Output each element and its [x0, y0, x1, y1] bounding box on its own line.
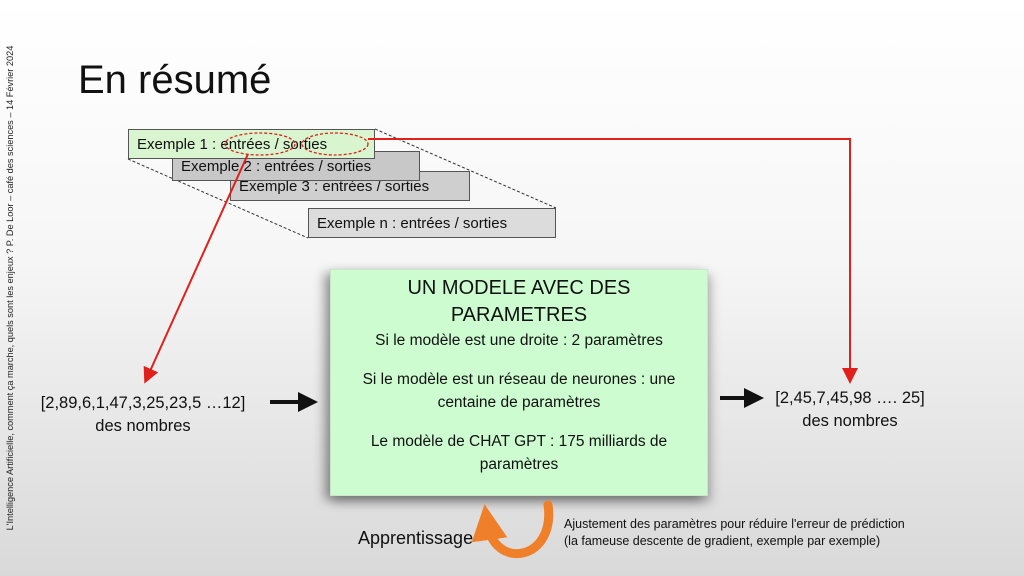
model-title: UN MODELE AVEC DES PARAMETRES — [407, 277, 631, 326]
model-line-chatgpt: Le modèle de CHAT GPT : 175 milliards de… — [370, 433, 668, 473]
model-line-droite: Si le modèle est une droite : 2 paramètr… — [375, 332, 663, 349]
example-1-box: Exemple 1 : entrées / sorties — [128, 129, 375, 159]
input-block: [2,89,6,1,47,3,25,23,5 …12] des nombres — [28, 392, 258, 438]
side-note: L'Intelligence Artificielle, comment ça … — [5, 45, 15, 531]
example-n-box: Exemple n : entrées / sorties — [308, 208, 556, 238]
learning-loop-arrow — [471, 500, 554, 559]
model-box: UN MODELE AVEC DES PARAMETRES Si le modè… — [330, 269, 708, 496]
output-block: [2,45,7,45,98 …. 25] des nombres — [760, 387, 940, 433]
output-caption: des nombres — [802, 412, 898, 430]
input-values: [2,89,6,1,47,3,25,23,5 …12] — [40, 394, 246, 412]
input-caption: des nombres — [95, 417, 191, 435]
output-values: [2,45,7,45,98 …. 25] — [775, 389, 925, 407]
learning-label: Apprentissage — [358, 528, 474, 548]
learning-note-line2: (la fameuse descente de gradient, exempl… — [564, 534, 881, 548]
slide-title: En résumé — [78, 58, 272, 102]
learning-note: Ajustement des paramètres pour réduire l… — [564, 516, 905, 550]
learning-note-line1: Ajustement des paramètres pour réduire l… — [564, 517, 905, 531]
model-line-reseau: Si le modèle est un réseau de neurones :… — [362, 371, 676, 411]
